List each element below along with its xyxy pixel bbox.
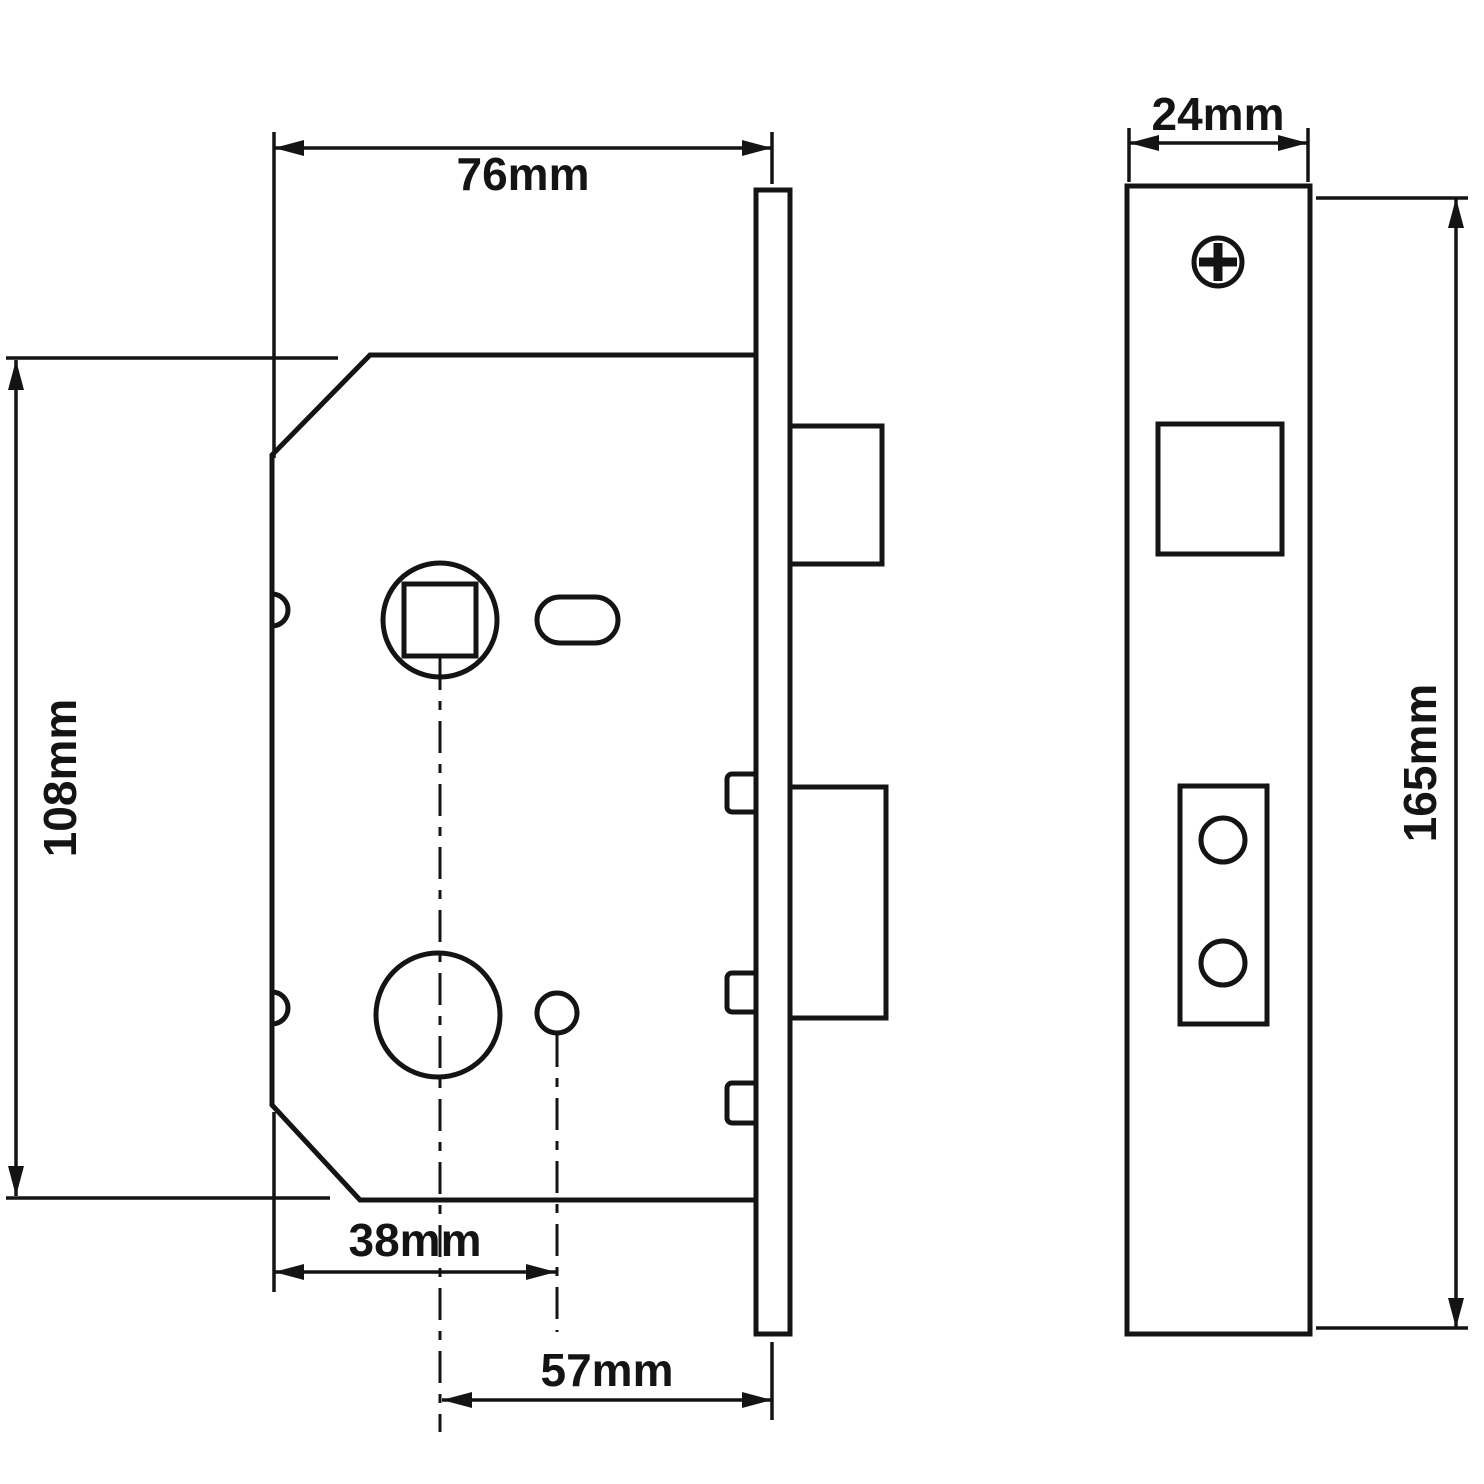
dim-lock-height-label: 108mm xyxy=(34,699,86,858)
arrowhead-108-top xyxy=(8,360,24,390)
arrowhead-38-left xyxy=(274,1264,304,1280)
deadbolt-side xyxy=(782,784,889,1021)
side-view xyxy=(269,187,889,1432)
arrowhead-165-bottom xyxy=(1448,1298,1464,1328)
deadbolt-hole-bottom xyxy=(1198,938,1248,988)
edge-notch-top xyxy=(271,591,291,629)
spindle-hole xyxy=(401,581,479,659)
dim-lock-depth-label: 76mm xyxy=(457,148,590,200)
arrowhead-76-left xyxy=(274,140,304,156)
dimensions: 76mm 108mm 38mm 57mm xyxy=(6,88,1468,1420)
dim-spindle-center-label: 57mm xyxy=(541,1344,674,1396)
lock-body-outline xyxy=(269,352,759,1203)
arrowhead-24-right xyxy=(1278,135,1308,151)
latch-bolt-side xyxy=(782,423,885,567)
cylinder-hole xyxy=(373,950,503,1080)
arrowhead-57-left xyxy=(442,1392,472,1408)
arrowhead-38-right xyxy=(526,1264,556,1280)
phillips-screw-icon xyxy=(1191,235,1245,289)
fixing-hole xyxy=(534,990,580,1036)
deadbolt-face xyxy=(1177,783,1270,1027)
arrowhead-76-right xyxy=(742,140,772,156)
slot-oval xyxy=(534,594,621,646)
arrowhead-57-right xyxy=(742,1392,772,1408)
dim-backset-label: 38mm xyxy=(349,1214,482,1266)
arrowhead-24-left xyxy=(1129,135,1159,151)
front-view xyxy=(1124,183,1313,1337)
latch-opening xyxy=(1155,421,1285,557)
faceplate-front xyxy=(1124,183,1313,1337)
faceplate-side xyxy=(753,187,793,1337)
arrowhead-165-top xyxy=(1448,198,1464,228)
arrowhead-108-bottom xyxy=(8,1166,24,1196)
deadbolt-hole-top xyxy=(1198,815,1248,865)
edge-notch-bottom xyxy=(271,989,291,1027)
dim-faceplate-width-label: 24mm xyxy=(1152,88,1285,140)
dim-faceplate-height-label: 165mm xyxy=(1394,684,1446,843)
